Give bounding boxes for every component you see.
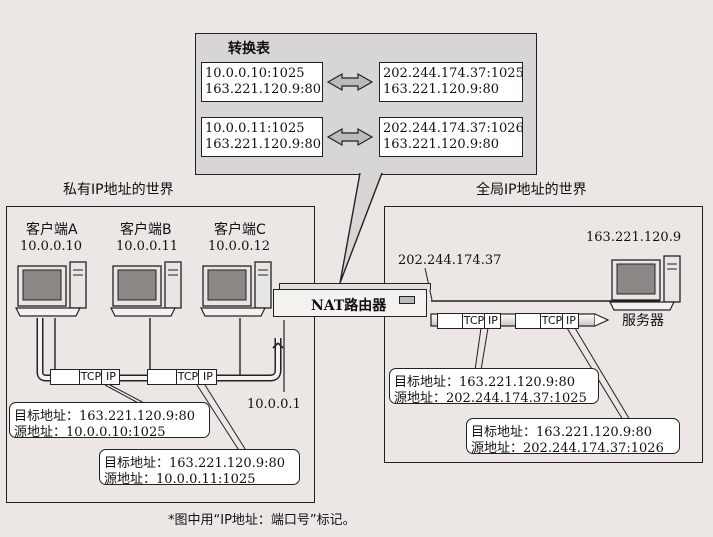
server-label: 服务器 — [622, 313, 664, 329]
double-arrow-icon — [326, 72, 374, 92]
nat-row2-private: 10.0.0.11:1025 163.221.120.9:80 — [201, 117, 323, 157]
nat-router: NAT路由器 — [273, 283, 431, 317]
private-world-label: 私有IP地址的世界 — [63, 182, 174, 198]
server-pc-icon — [609, 255, 681, 311]
addr-box-client-a: 目标地址：163.221.120.9:80 源地址：10.0.0.10:1025 — [9, 402, 210, 440]
nat-row1-private: 10.0.0.10:1025 163.221.120.9:80 — [201, 62, 323, 102]
callout-pointer — [339, 172, 383, 284]
client-b-pc-icon — [110, 261, 182, 317]
addr-box-global-2: 目标地址：163.221.120.9:80 源地址：202.244.174.37… — [466, 418, 680, 456]
addr-box-client-b: 目标地址：163.221.120.9:80 源地址：10.0.0.11:1025 — [99, 449, 300, 487]
client-c-pc-icon — [200, 261, 272, 317]
client-a-name: 客户端A — [26, 222, 78, 238]
client-c-name: 客户端C — [214, 222, 266, 238]
packet-b: TCP IP — [147, 369, 217, 385]
router-outer-ip: 202.244.174.37 — [398, 253, 502, 268]
nat-row1-global: 202.244.174.37:1025 163.221.120.9:80 — [379, 62, 524, 102]
client-a-ip: 10.0.0.10 — [20, 239, 83, 254]
nat-row2-global: 202.244.174.37:1026 163.221.120.9:80 — [379, 117, 524, 157]
packet-global-2: TCP IP — [515, 313, 579, 329]
private-world-frame — [6, 206, 315, 503]
footnote: *图中用“IP地址：端口号”标记。 — [168, 513, 356, 528]
router-inner-ip: 10.0.0.1 — [247, 397, 301, 412]
router-port-icon — [399, 296, 415, 304]
client-b-ip: 10.0.0.11 — [116, 239, 179, 254]
client-a-pc-icon — [15, 261, 87, 317]
double-arrow-icon — [326, 127, 374, 147]
addr-box-global-1: 目标地址：163.221.120.9:80 源地址：202.244.174.37… — [389, 368, 599, 406]
global-world-label: 全局IP地址的世界 — [476, 182, 587, 198]
packet-a: TCP IP — [50, 369, 120, 385]
nat-table-title: 转换表 — [228, 41, 270, 57]
nat-router-label: NAT路由器 — [311, 298, 387, 314]
client-c-ip: 10.0.0.12 — [208, 239, 271, 254]
packet-global-1: TCP IP — [437, 313, 501, 329]
global-world-frame — [384, 206, 703, 463]
client-b-name: 客户端B — [120, 222, 172, 238]
server-ip: 163.221.120.9 — [586, 230, 682, 245]
